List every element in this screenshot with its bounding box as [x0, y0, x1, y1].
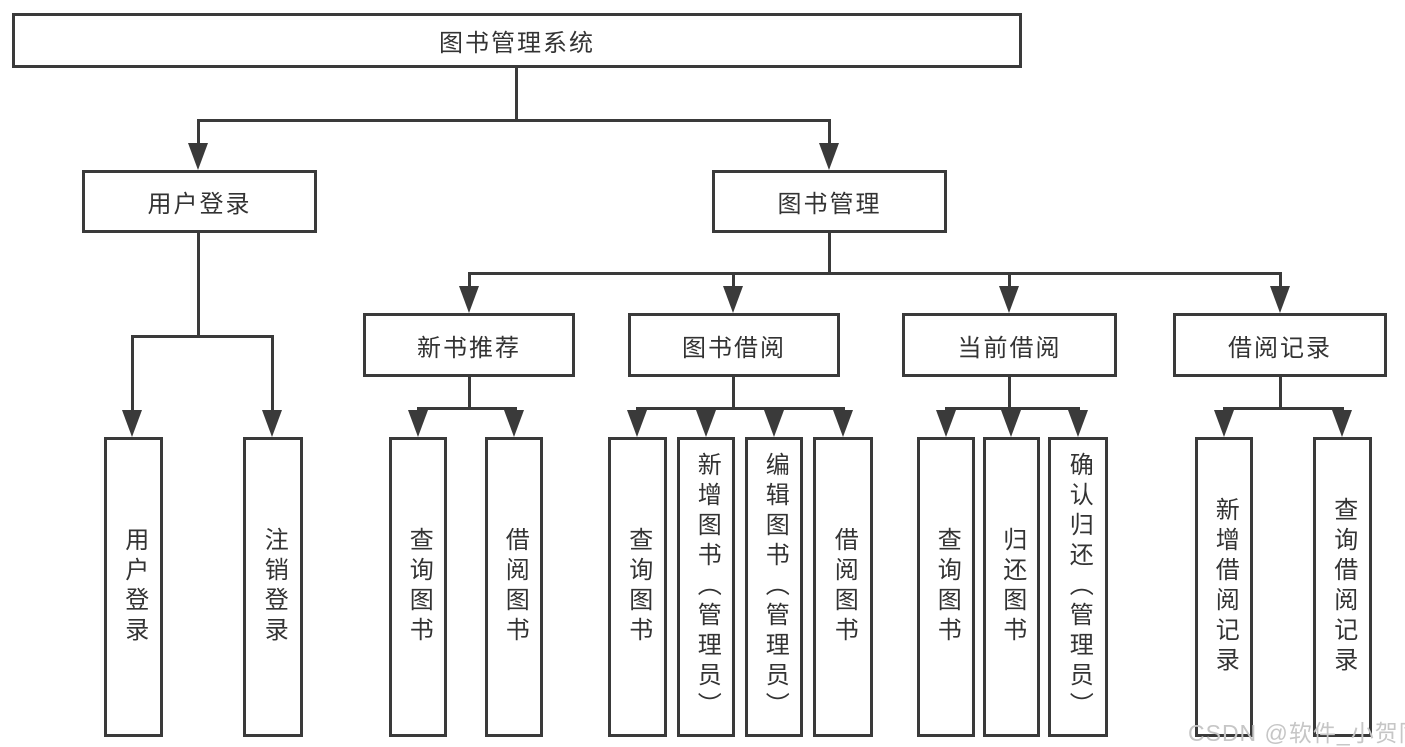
connector-line: [131, 335, 274, 338]
leaf-user-login-label: 用户登录: [120, 527, 148, 647]
node-book-borrow: 图书借阅: [628, 313, 840, 377]
connector-line: [197, 119, 831, 122]
connector-line: [1008, 377, 1011, 409]
leaf-borrow-book-2: 借阅图书: [813, 437, 873, 737]
node-book-management: 图书管理: [712, 170, 947, 233]
leaf-query-borrow-record: 查询借阅记录: [1313, 437, 1372, 737]
node-root-label: 图书管理系统: [439, 30, 595, 57]
leaf-add-book-admin: 新增图书（管理员）: [677, 437, 735, 737]
arrow-down-icon: [723, 286, 743, 313]
leaf-return-book: 归还图书: [983, 437, 1040, 737]
node-book-management-label: 图书管理: [777, 191, 882, 218]
node-book-borrow-label: 图书借阅: [682, 334, 786, 362]
connector-line: [945, 407, 1080, 410]
arrow-down-icon: [627, 410, 647, 437]
leaf-return-book-label: 归还图书: [998, 527, 1026, 647]
arrow-down-icon: [1332, 410, 1352, 437]
leaf-add-borrow-record: 新增借阅记录: [1195, 437, 1253, 737]
connector-line: [271, 335, 274, 413]
node-borrow-records: 借阅记录: [1173, 313, 1387, 377]
connector-line: [468, 377, 471, 409]
leaf-edit-book-admin-label: 编辑图书（管理员）: [761, 452, 789, 722]
connector-line: [1279, 377, 1282, 409]
node-new-book-recommend-label: 新书推荐: [417, 334, 521, 362]
arrow-down-icon: [1214, 410, 1234, 437]
leaf-borrow-book-1: 借阅图书: [485, 437, 543, 737]
connector-line: [468, 272, 471, 289]
arrow-down-icon: [459, 286, 479, 313]
connector-line: [828, 233, 831, 274]
node-root: 图书管理系统: [12, 13, 1022, 68]
leaf-query-book-1-label: 查询图书: [405, 527, 433, 647]
arrow-down-icon: [764, 410, 784, 437]
leaf-query-book-3-label: 查询图书: [933, 527, 961, 647]
connector-line: [1279, 272, 1282, 289]
connector-line: [828, 119, 831, 146]
connector-line: [131, 335, 134, 413]
connector-line: [1223, 407, 1344, 410]
arrow-down-icon: [936, 410, 956, 437]
leaf-add-borrow-record-label: 新增借阅记录: [1211, 497, 1239, 677]
leaf-borrow-book-2-label: 借阅图书: [830, 527, 858, 647]
leaf-logout-label: 注销登录: [260, 527, 288, 647]
leaf-query-book-1: 查询图书: [389, 437, 447, 737]
arrow-down-icon: [696, 410, 716, 437]
node-new-book-recommend: 新书推荐: [363, 313, 575, 377]
arrow-down-icon: [1270, 286, 1290, 313]
arrow-down-icon: [999, 286, 1019, 313]
node-user-login: 用户登录: [82, 170, 317, 233]
arrow-down-icon: [262, 410, 282, 437]
connector-line: [732, 377, 735, 409]
arrow-down-icon: [833, 410, 853, 437]
arrow-down-icon: [819, 143, 839, 170]
leaf-query-book-2: 查询图书: [608, 437, 667, 737]
node-current-borrow-label: 当前借阅: [957, 334, 1062, 362]
connector-line: [197, 233, 200, 337]
arrow-down-icon: [1001, 410, 1021, 437]
watermark: CSDN @软件_小贺同学: [1188, 720, 1405, 746]
arrow-down-icon: [188, 143, 208, 170]
leaf-query-book-2-label: 查询图书: [624, 527, 652, 647]
arrow-down-icon: [408, 410, 428, 437]
leaf-query-book-3: 查询图书: [917, 437, 975, 737]
leaf-user-login: 用户登录: [104, 437, 163, 737]
leaf-query-borrow-record-label: 查询借阅记录: [1329, 497, 1357, 677]
connector-line: [417, 407, 517, 410]
node-user-login-label: 用户登录: [147, 191, 252, 218]
connector-line: [515, 68, 518, 119]
connector-line: [468, 272, 1282, 275]
connector-line: [1008, 272, 1011, 289]
leaf-add-book-admin-label: 新增图书（管理员）: [693, 452, 721, 722]
leaf-confirm-return-admin: 确认归还（管理员）: [1048, 437, 1108, 737]
connector-line: [732, 272, 735, 289]
node-borrow-records-label: 借阅记录: [1228, 334, 1332, 362]
node-current-borrow: 当前借阅: [902, 313, 1117, 377]
arrow-down-icon: [122, 410, 142, 437]
arrow-down-icon: [1068, 410, 1088, 437]
leaf-borrow-book-1-label: 借阅图书: [501, 527, 529, 647]
leaf-confirm-return-admin-label: 确认归还（管理员）: [1065, 452, 1093, 722]
connector-line: [636, 407, 845, 410]
leaf-edit-book-admin: 编辑图书（管理员）: [745, 437, 803, 737]
leaf-logout: 注销登录: [243, 437, 303, 737]
connector-line: [197, 119, 200, 146]
arrow-down-icon: [504, 410, 524, 437]
